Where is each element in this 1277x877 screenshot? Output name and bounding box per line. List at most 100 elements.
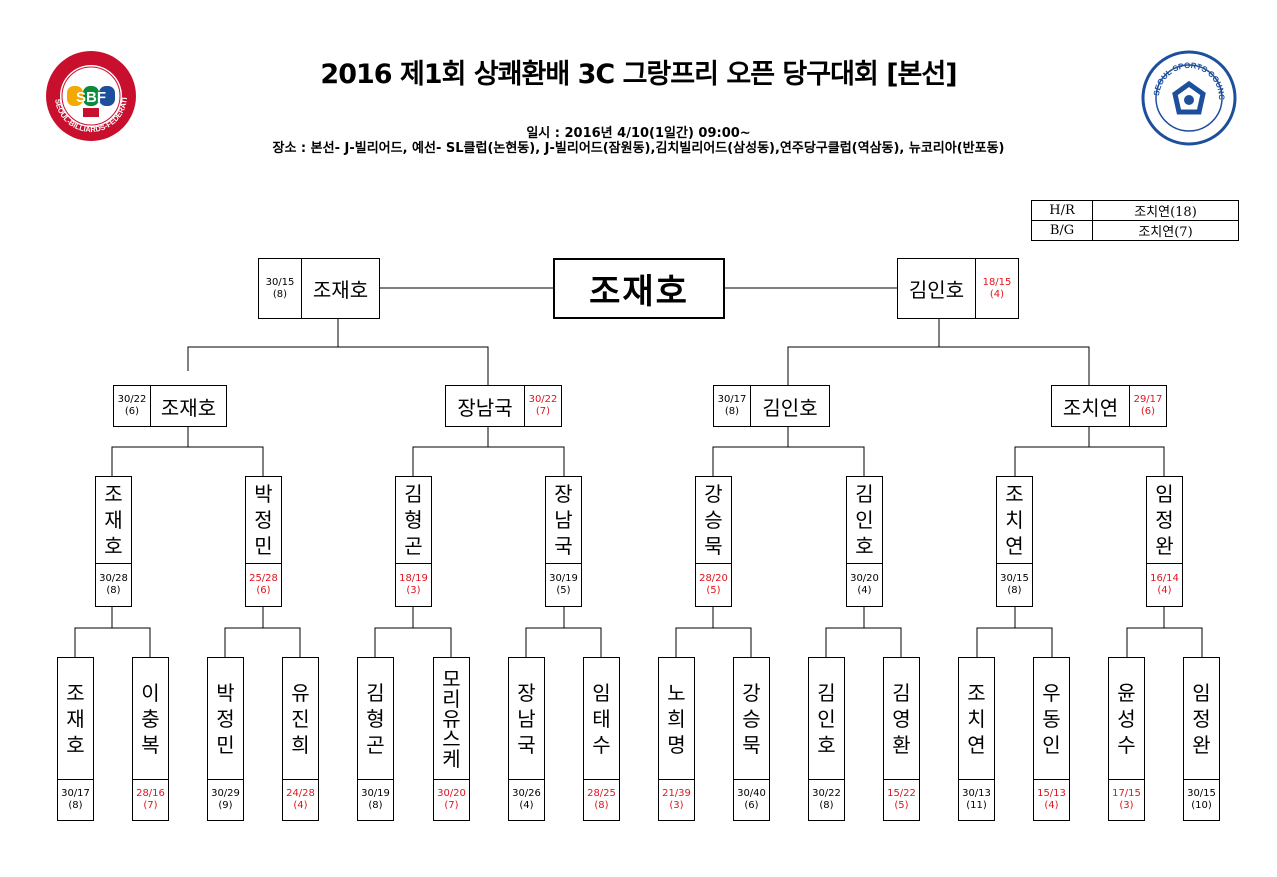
- inning: (8): [1007, 585, 1022, 596]
- r16-score-box: 30/20(7): [433, 779, 470, 821]
- name-char: 장: [517, 680, 536, 705]
- name-char: 승: [742, 706, 761, 731]
- score: 30/26: [512, 788, 541, 799]
- r16-score-box: 30/13(11): [958, 779, 995, 821]
- r16-score-box: 30/19(8): [357, 779, 394, 821]
- score: 30/29: [211, 788, 240, 799]
- qf-score-box: 30/19(5): [545, 563, 582, 607]
- score: 30/28: [99, 573, 128, 584]
- inning: (8): [724, 406, 740, 417]
- r16-score-box: 28/25(8): [583, 779, 620, 821]
- player-name: 김인호: [762, 395, 818, 420]
- name-char: 김: [855, 482, 874, 506]
- semi-1: 30/22 (6) 조재호: [113, 385, 227, 427]
- qf-score-box: 25/28(6): [245, 563, 282, 607]
- score: 18/19: [399, 573, 428, 584]
- name-char: 명: [667, 732, 686, 757]
- name-char: 유: [291, 680, 310, 705]
- r16-score-box: 21/39(3): [658, 779, 695, 821]
- name-char: 강: [742, 680, 761, 705]
- name-char: 치: [1005, 508, 1024, 532]
- name-char: 형: [404, 508, 423, 532]
- inning: (8): [368, 800, 383, 811]
- score: 30/22: [812, 788, 841, 799]
- name-char: 국: [517, 732, 536, 757]
- inning: (8): [272, 288, 288, 300]
- semi-4: 조치연 29/17 (6): [1051, 385, 1167, 427]
- name-char: 임: [1192, 680, 1211, 705]
- name-char: 케: [442, 746, 461, 771]
- semi-2: 장남국 30/22 (7): [445, 385, 562, 427]
- name-char: 정: [216, 706, 235, 731]
- name-char: 정: [254, 508, 273, 532]
- record-value: 조치연(7): [1092, 220, 1239, 241]
- name-char: 인: [817, 706, 836, 731]
- score: 28/25: [587, 788, 616, 799]
- name-char: 노: [667, 680, 686, 705]
- score-cell: 30/22 (6): [114, 386, 151, 426]
- name-char: 김: [404, 482, 423, 506]
- name-char: 김: [892, 680, 911, 705]
- r16-score-box: 30/26(4): [508, 779, 545, 821]
- name-char: 완: [1192, 732, 1211, 757]
- r16-score-box: 15/22(5): [883, 779, 920, 821]
- record-row: B/G 조치연(7): [1031, 220, 1239, 241]
- qf-score-box: 16/14(4): [1146, 563, 1183, 607]
- name-char: 곤: [366, 732, 385, 757]
- inning: (6): [124, 406, 140, 417]
- r16-score-box: 30/17(8): [57, 779, 94, 821]
- inning: (4): [989, 288, 1005, 300]
- inning: (4): [293, 800, 308, 811]
- score: 30/19: [549, 573, 578, 584]
- score: 30/17: [61, 788, 90, 799]
- score: 15/13: [1037, 788, 1066, 799]
- page-title: 2016 제1회 상쾌환배 3C 그랑프리 오픈 당구대회 [본선]: [320, 59, 957, 90]
- name-char: 동: [1042, 706, 1061, 731]
- name-char: 충: [141, 706, 160, 731]
- score: 30/22: [117, 394, 147, 405]
- name-char: 연: [967, 732, 986, 757]
- inning: (7): [535, 406, 551, 417]
- sbf-logo: SBF SEOUL-BILLIARDS-FEDERATION: [42, 43, 137, 142]
- player-name: 조재호: [312, 278, 369, 302]
- name-char: 호: [817, 732, 836, 757]
- r16-score-box: 28/16(7): [132, 779, 169, 821]
- name-char: 모: [442, 666, 461, 691]
- inning: (5): [556, 585, 571, 596]
- name-char: 민: [254, 534, 273, 558]
- name-char: 조: [66, 680, 85, 705]
- inning: (3): [669, 800, 684, 811]
- name-char: 형: [366, 706, 385, 731]
- score: 25/28: [249, 573, 278, 584]
- score: 30/15: [1187, 788, 1216, 799]
- inning: (4): [519, 800, 534, 811]
- name-char: 곤: [404, 534, 423, 558]
- name-char: 스: [442, 726, 461, 751]
- score: 17/15: [1112, 788, 1141, 799]
- name-char: 강: [704, 482, 723, 506]
- name-char: 장: [554, 482, 573, 506]
- name-char: 환: [892, 732, 911, 757]
- name-char: 남: [517, 706, 536, 731]
- score: 18/15: [982, 276, 1012, 288]
- inning: (8): [106, 585, 121, 596]
- inning: (7): [444, 800, 459, 811]
- qf-score-box: 18/19(3): [395, 563, 432, 607]
- qf-score-box: 30/28(8): [95, 563, 132, 607]
- champion-box: 조재호: [553, 258, 725, 319]
- inning: (5): [894, 800, 909, 811]
- inning: (8): [594, 800, 609, 811]
- semi-3: 30/17 (8) 김인호: [713, 385, 830, 427]
- score: 21/39: [662, 788, 691, 799]
- score: 30/19: [361, 788, 390, 799]
- venue-line: 장소 : 본선- J-빌리어드, 예선- SL클럽(논현동), J-빌리어드(잠…: [272, 141, 1005, 156]
- sbf-logo-text: SBF: [76, 89, 106, 106]
